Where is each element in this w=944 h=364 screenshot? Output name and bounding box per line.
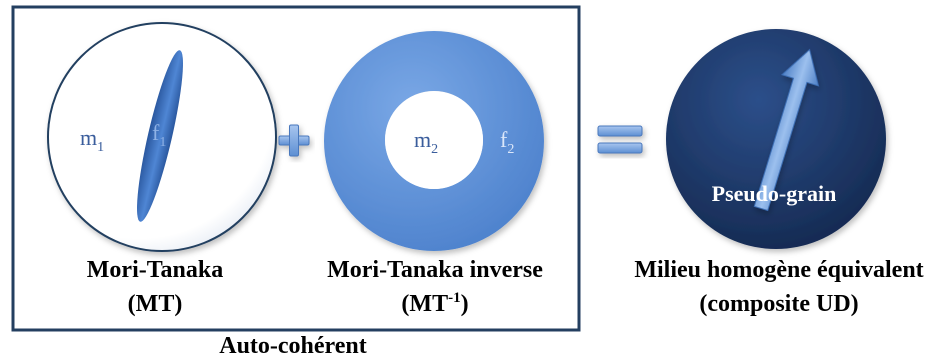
mori-tanaka-caption-line1: Mori-Tanaka bbox=[87, 257, 223, 283]
mori-tanaka-caption-line2: (MT) bbox=[128, 291, 183, 317]
auto-coherent-label: Auto-cohérent bbox=[219, 333, 367, 359]
pseudo-grain-label: Pseudo-grain bbox=[712, 181, 837, 206]
result-caption-line2: (composite UD) bbox=[699, 291, 858, 317]
equals-symbol bbox=[598, 126, 642, 153]
homogeneous-medium-diagram: Pseudo-grain bbox=[666, 29, 886, 249]
matrix-core-m2 bbox=[385, 91, 483, 189]
mori-tanaka-inverse-caption-line1: Mori-Tanaka inverse bbox=[327, 257, 543, 283]
mori-tanaka-inverse-diagram: m2 f2 bbox=[324, 31, 544, 251]
mori-tanaka-diagram: m1 f1 bbox=[48, 23, 276, 251]
result-caption-line1: Milieu homogène équivalent bbox=[634, 257, 923, 283]
